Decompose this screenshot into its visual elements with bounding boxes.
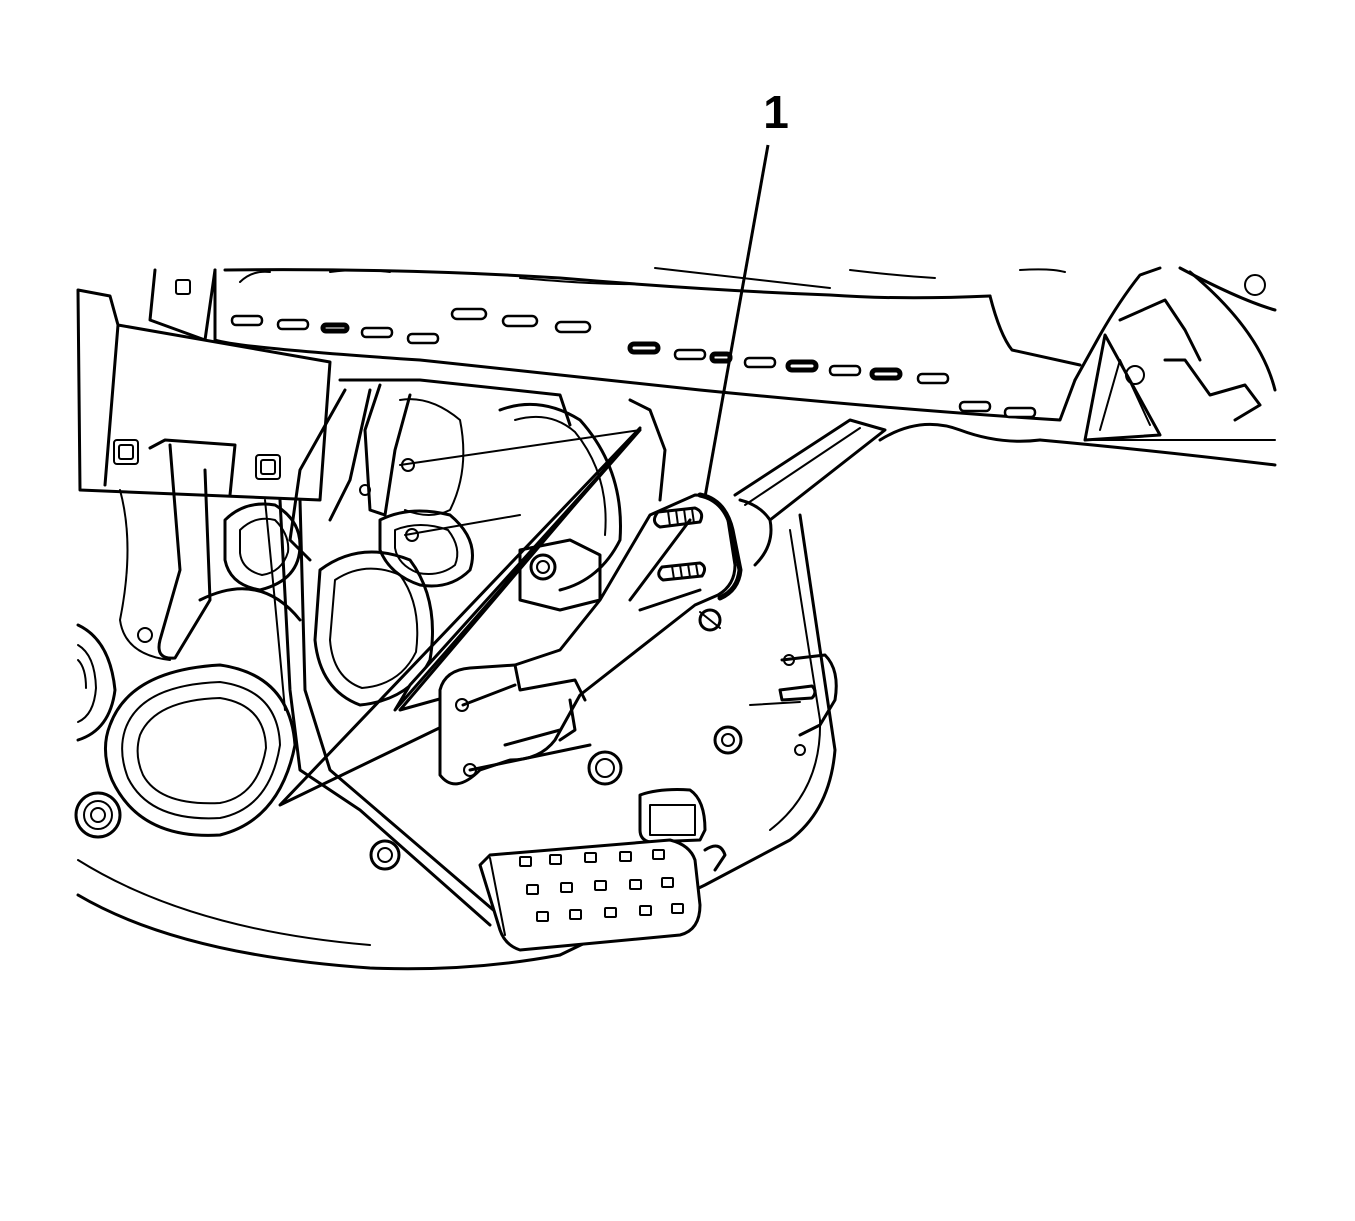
callout-1-leader-line <box>703 144 770 498</box>
mounting-studs <box>359 458 707 582</box>
brake-pedal-arm <box>264 498 507 927</box>
grommets-left <box>74 502 302 839</box>
steering-column-bracket <box>878 266 1277 467</box>
cross-member <box>213 267 1082 422</box>
booster-area <box>288 378 667 707</box>
cross-member-slots <box>230 307 1037 419</box>
left-bracket-module <box>76 268 332 661</box>
mounting-plate <box>438 492 743 786</box>
pedal-support-rod <box>733 418 887 567</box>
accelerator-pedal <box>478 788 727 952</box>
lower-grommet <box>369 839 401 871</box>
callout-1: 1 <box>703 86 789 498</box>
right-fasteners <box>587 608 838 786</box>
callout-1-label: 1 <box>763 86 789 138</box>
